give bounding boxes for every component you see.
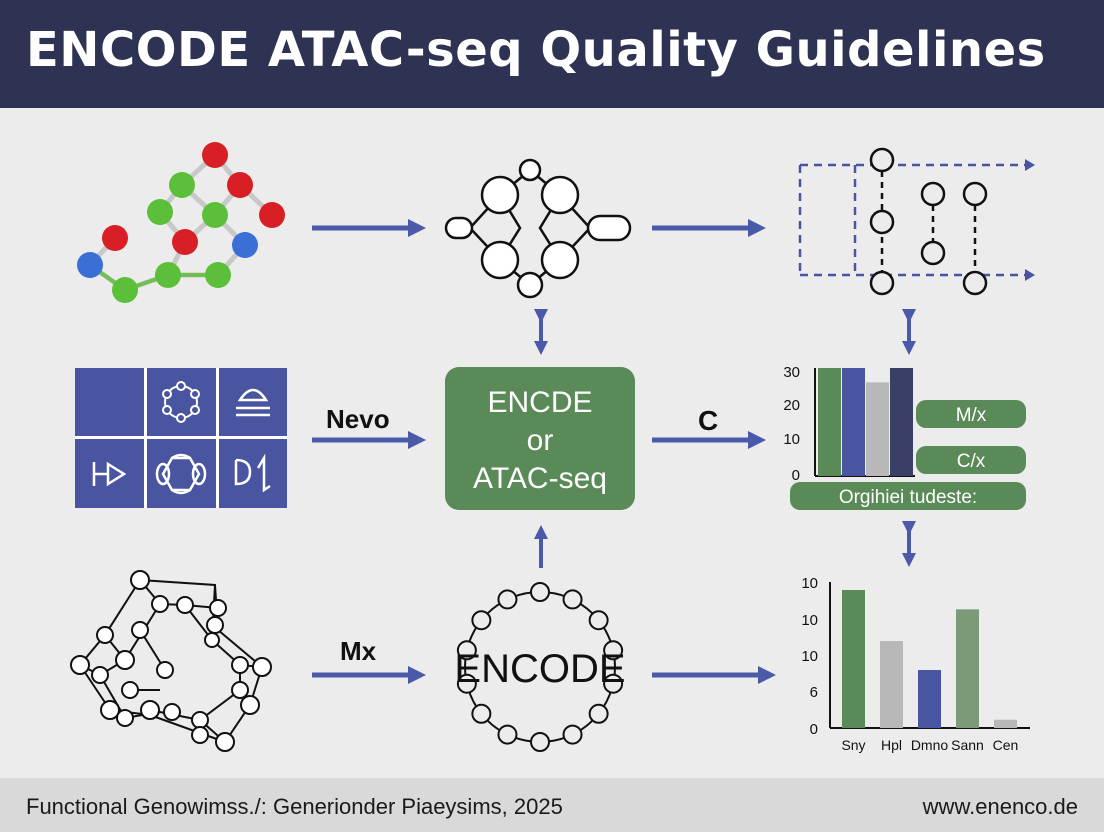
- ring-node: [588, 610, 609, 631]
- ring-node: [530, 582, 550, 602]
- ring-node: [456, 673, 477, 694]
- ring-node: [562, 589, 583, 610]
- encode-ring-label: ENCODE: [454, 647, 625, 691]
- hexagon-node-icon: [155, 453, 207, 495]
- label-c: C: [698, 405, 718, 436]
- chart2-ytick-1: 10: [801, 612, 818, 629]
- footer-url[interactable]: www.enenco.de: [922, 794, 1078, 819]
- ring-node: [497, 724, 518, 745]
- chart2-xtick-3: Sann: [951, 737, 984, 753]
- scale-icon: [236, 388, 270, 417]
- chart1-ytick-1: 20: [783, 397, 800, 414]
- chart2-xtick-4: Cen: [993, 737, 1019, 753]
- chart1-ytick-0: 30: [783, 364, 800, 381]
- page-title: ENCODE ATAC-seq Quality Guidelines: [26, 22, 1046, 78]
- legend-pill-mx: M/x: [916, 400, 1026, 428]
- ring-node: [562, 724, 583, 745]
- chart2-bar-4: [994, 719, 1017, 728]
- icon-grid: [75, 368, 287, 508]
- ring-node: [471, 703, 492, 724]
- chart2-bar-2: [918, 670, 941, 728]
- footer-citation: Functional Genowimss./: Generionder Piae…: [26, 794, 563, 819]
- ring-node: [530, 732, 550, 752]
- lattice-network-icon: [70, 570, 272, 752]
- ring-node: [471, 610, 492, 631]
- bar-chart-top: 30 20 10 0: [783, 364, 915, 484]
- legend-pill-cx: C/x: [916, 446, 1026, 474]
- chart2-xtick-0: Sny: [841, 737, 865, 753]
- encode-ring-icon: [456, 582, 624, 752]
- legend-pill-mx-label: M/x: [956, 405, 987, 426]
- chart1-bar-2: [866, 382, 889, 476]
- ring-node: [588, 703, 609, 724]
- dashed-structure-icon: [798, 147, 1035, 296]
- ring-node: [456, 640, 477, 661]
- center-encode-box: ENCDE or ATAC-seq: [445, 367, 635, 510]
- chart1-ytick-2: 10: [783, 431, 800, 448]
- footer-bar: Functional Genowimss./: Generionder Piae…: [0, 778, 1104, 832]
- legend-pill-cx-label: C/x: [957, 451, 986, 472]
- glyph-d1-icon: [234, 453, 271, 493]
- chart2-ytick-4: 0: [810, 721, 818, 738]
- label-mx: Mx: [340, 636, 377, 666]
- center-box-line-2: or: [527, 424, 554, 457]
- chart2-xtick-2: Dmno: [911, 737, 949, 753]
- header-banner: ENCODE ATAC-seq Quality Guidelines: [0, 0, 1104, 108]
- center-box-line-3: ATAC-seq: [473, 462, 607, 495]
- center-box-line-1: ENCDE: [487, 386, 592, 419]
- legend-pill-wide: Orgihiei tudeste:: [790, 482, 1026, 510]
- chart2-bar-1: [880, 641, 903, 728]
- chart1-bar-3: [890, 368, 913, 476]
- chart2-bar-0: [842, 590, 865, 728]
- ring-node: [497, 589, 518, 610]
- chart2-xtick-1: Hpl: [881, 737, 902, 753]
- chart2-ytick-3: 6: [810, 684, 818, 701]
- chart1-bar-1: [842, 368, 865, 476]
- chart2-ytick-2: 10: [801, 648, 818, 665]
- chart1-ytick-3: 0: [792, 467, 800, 484]
- ring-node: [603, 640, 624, 661]
- label-nevo: Nevo: [326, 404, 390, 434]
- chart2-bar-3: [956, 609, 979, 728]
- chart1-bar-0: [818, 368, 841, 476]
- chart2-ytick-0: 10: [801, 575, 818, 592]
- ring-node: [603, 673, 624, 694]
- ring-dots-icon: [162, 381, 200, 423]
- network-icon: [444, 158, 632, 299]
- legend-pill-wide-label: Orgihiei tudeste:: [839, 487, 977, 508]
- molecule-icon: [77, 142, 285, 303]
- play-arrow-icon: [92, 461, 127, 487]
